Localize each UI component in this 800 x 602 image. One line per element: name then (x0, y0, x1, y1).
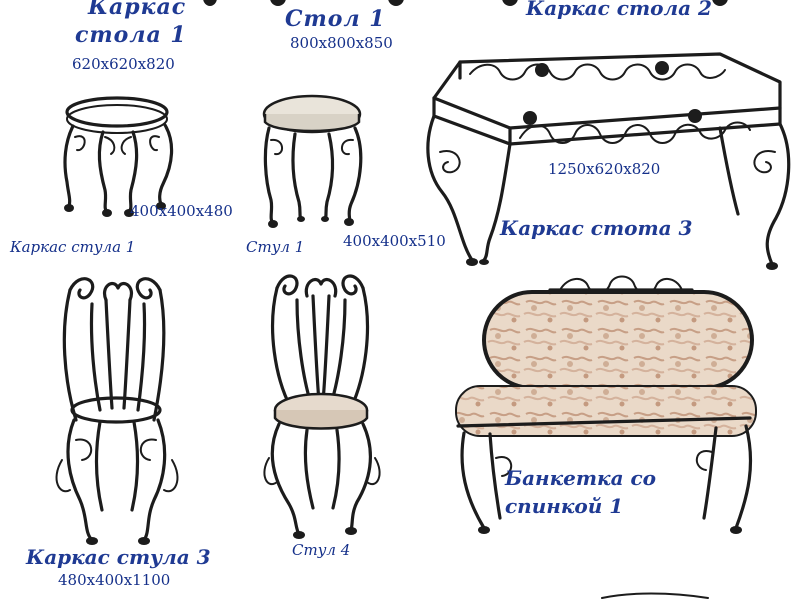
label-stul-1: Стул 1 (246, 238, 305, 256)
dims-stul-1: 400x400x510 (343, 232, 446, 250)
label-banketka-line1: Банкетка со (505, 466, 657, 490)
label-stol-1: Стол 1 (285, 6, 386, 32)
dims-karkas-stota-3: 1250x620x820 (548, 160, 661, 178)
label-karkas-stota-3: Каркас стота 3 (500, 216, 693, 240)
label-karkas-stola-1-line2: стола 1 (75, 22, 187, 48)
cropped-frame-top-right (502, 0, 728, 6)
chair-frame-icon (55, 277, 179, 545)
chair-icon (263, 274, 381, 539)
cropped-item-bottom-right (601, 592, 709, 599)
label-banketka-line2: спинкой 1 (505, 494, 624, 518)
dims-karkas-stula-1: 400x400x480 (130, 202, 233, 220)
dims-karkas-stula-3: 480x400x1100 (58, 571, 171, 589)
cropped-frame-top-left (203, 0, 217, 6)
label-karkas-stola-2: Каркас стола 2 (526, 0, 712, 20)
cropped-frame-top-mid (270, 0, 404, 6)
label-karkas-stula-1: Каркас стула 1 (10, 238, 136, 256)
dims-stol-1: 800x800x850 (290, 34, 393, 52)
table-frame-icon (426, 52, 791, 270)
label-stul-4: Стул 4 (292, 541, 351, 559)
stool-frame-icon (63, 96, 174, 217)
stool-icon (262, 94, 363, 228)
label-karkas-stola-1-line1: Каркас (88, 0, 187, 20)
bench-icon (455, 275, 757, 534)
label-karkas-stula-3: Каркас стула 3 (26, 545, 211, 569)
dims-karkas-stola-1: 620x620x820 (72, 55, 175, 73)
